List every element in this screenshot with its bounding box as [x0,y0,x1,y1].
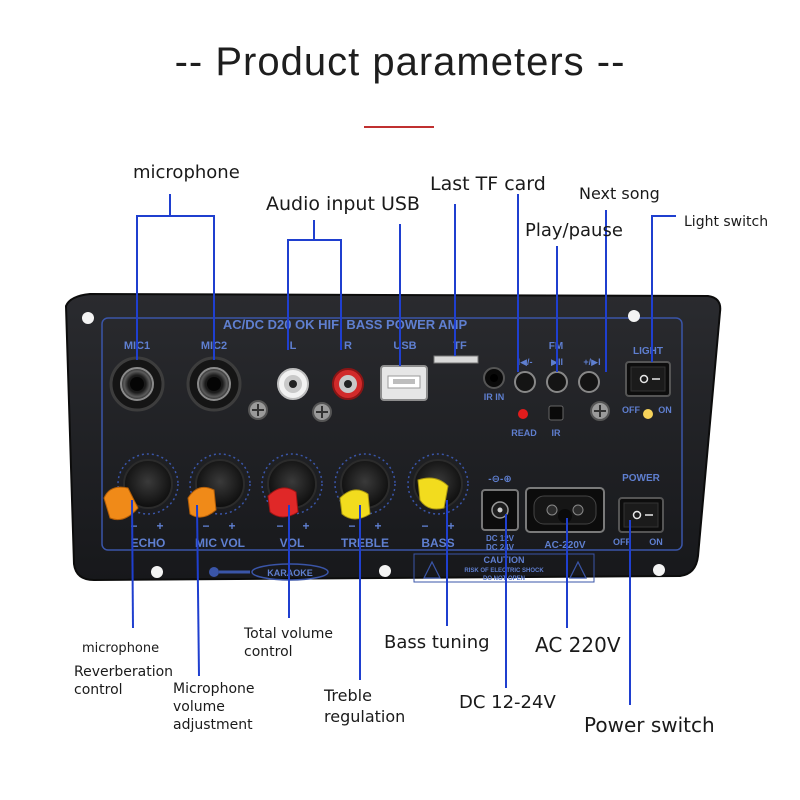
light-switch[interactable] [625,361,671,397]
reverb-leader [131,499,134,629]
treble-plus: + [374,519,381,533]
callout-total-volume: Total volume control [244,626,334,661]
page-title: -- Product parameters -- [174,40,626,84]
mic1-jack[interactable] [109,356,165,412]
ac-power-socket[interactable] [525,487,605,533]
vol-minus: − [276,519,283,533]
light-on-label: ON [658,405,672,415]
light-switch-leader [651,215,676,362]
callout-dc: DC 12-24V [459,692,556,713]
vol-label: VOL [280,536,305,550]
power-off-label: OFF [613,537,631,547]
callout-bass-tuning: Bass tuning [384,632,490,653]
callout-power-switch: Power switch [584,713,715,737]
light-label: LIGHT [633,346,663,357]
callout-mic-reverb-line2: Reverberation control [74,664,174,699]
echo-plus: + [156,519,163,533]
rca-left-label: L [290,340,297,352]
power-switch[interactable] [618,497,664,533]
dc-24v-label: DC 24V [486,543,515,552]
vol-knob[interactable] [261,453,323,518]
ir-in-label: IR IN [484,392,505,402]
prev-button[interactable] [514,371,536,393]
mounting-hole [151,566,163,578]
screw [248,400,268,420]
mounting-hole [628,310,640,322]
panel-header-text: AC/DC D20 OK HIFI BASS POWER AMP [223,317,468,332]
callout-next-song: Next song [579,184,660,203]
screw [590,401,610,421]
callout-mic-reverb-line1: microphone [82,641,160,656]
bass-plus: + [447,519,454,533]
ir-receiver [548,405,564,421]
title-underline [364,126,434,128]
rca-right-label: R [344,340,352,352]
power-label: POWER [622,473,661,484]
caution-line-2: DO NOT OPEN [483,576,525,582]
treble-knob[interactable] [334,453,396,520]
ac-220v-label: AC-220V [544,540,585,551]
callout-treble: Treble regulation [324,686,406,726]
callout-ac: AC 220V [535,633,621,657]
callout-light-switch: Light switch [684,214,769,230]
microphone-leader [136,215,215,360]
tf-label: TF [453,340,467,352]
dc-power-jack[interactable] [481,489,519,531]
mounting-hole [653,564,665,576]
ir-in-jack[interactable] [483,367,505,389]
dc-12v-label: DC 12V [486,534,515,543]
light-off-label: OFF [622,405,640,415]
next-button[interactable] [578,371,600,393]
mic2-jack[interactable] [186,356,242,412]
mounting-hole [82,312,94,324]
prev-button-label: I◀/- [518,357,533,367]
rca-right-jack[interactable] [332,368,364,400]
callout-play-pause: Play/pause [525,220,623,241]
vol-plus: + [302,519,309,533]
callout-microphone: microphone [133,162,240,183]
read-label: READ [511,428,537,438]
mic-vol-label: MIC VOL [195,536,245,550]
light-led [643,409,653,419]
bass-minus: − [421,519,428,533]
echo-label: ECHO [131,536,166,550]
caution-title: CAUTION [484,555,525,565]
bass-knob[interactable] [407,453,469,515]
mounting-hole [379,565,391,577]
echo-minus: − [130,519,137,533]
callout-audio-input-usb: Audio input USB [266,193,420,215]
screw [312,402,332,422]
usb-label: USB [393,340,416,352]
tf-card-slot[interactable] [433,355,479,364]
mic-volume-leader [196,504,200,677]
next-button-label: +/▶I [583,357,600,367]
callout-last-tf-card: Last TF card [430,173,546,195]
ir-label: IR [552,428,562,438]
mic-vol-plus: + [228,519,235,533]
dc-polarity-symbol: -⊖-⊕ [488,474,511,485]
play-pause-button[interactable] [546,371,568,393]
echo-knob[interactable] [103,453,179,521]
caution-line-1: RISK OF ELECTRIC SHOCK [464,568,544,574]
power-on-label: ON [649,537,663,547]
callout-mic-volume: Microphone volume adjustment [173,681,255,734]
read-led [518,409,528,419]
caution-box [413,553,595,583]
treble-label: TREBLE [341,536,389,550]
bass-label: BASS [421,536,454,550]
usb-port[interactable] [380,365,428,401]
mic-vol-knob[interactable] [187,453,251,518]
treble-minus: − [348,519,355,533]
mic-vol-minus: − [202,519,209,533]
rca-left-jack[interactable] [277,368,309,400]
